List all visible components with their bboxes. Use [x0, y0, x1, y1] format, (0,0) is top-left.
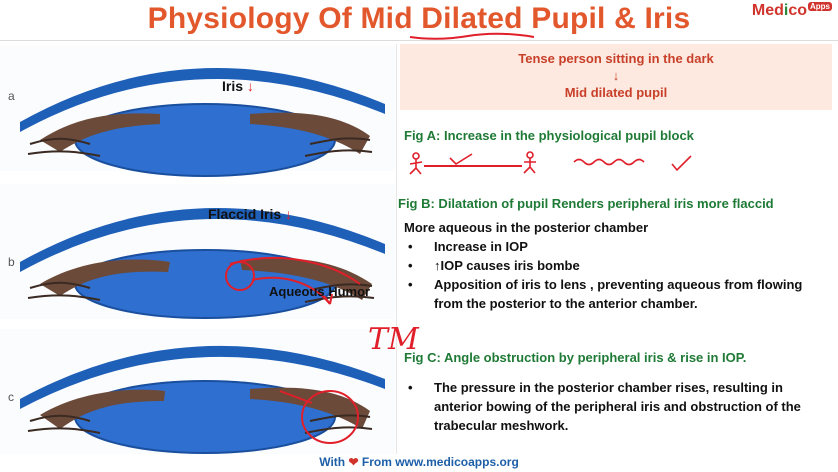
fig-b-intro: More aqueous in the posterior chamber — [404, 220, 649, 235]
aqueous-humor-label: Aqueous Humor — [269, 284, 371, 299]
list-item: Apposition of iris to lens , preventing … — [404, 275, 824, 313]
header-divider — [0, 40, 838, 41]
fig-c-bullet-list: The pressure in the posterior chamber ri… — [404, 378, 824, 435]
fig-a-annotation-sketch — [409, 151, 692, 175]
fig-b-body: More aqueous in the posterior chamber In… — [404, 218, 824, 313]
title-part1: Physiology Of Mid — [147, 2, 422, 35]
list-item: The pressure in the posterior chamber ri… — [404, 378, 824, 435]
list-item: ↑IOP causes iris bombe — [404, 256, 824, 275]
panel-a-letter: a — [8, 89, 15, 103]
panel-a: a — [0, 46, 395, 177]
page-title: Physiology Of Mid Dilated Pupil & Iris — [0, 2, 838, 36]
panel-b: b — [0, 184, 395, 319]
title-part2: Pupil & Iris — [522, 2, 691, 35]
panel-c: c — [0, 329, 395, 454]
callout-line1: Tense person sitting in the dark — [518, 51, 714, 66]
title-underline-annotation — [409, 32, 535, 40]
callout-box: Tense person sitting in the dark ↓ Mid d… — [400, 44, 832, 110]
iris-label: Iris ↓ — [222, 78, 254, 94]
flaccid-down-arrow-icon: ↓ — [285, 206, 293, 222]
fig-b-title: Fig B: Dilatation of pupil Renders perip… — [398, 196, 774, 211]
fig-a-title: Fig A: Increase in the physiological pup… — [404, 128, 694, 143]
heart-icon: ❤ — [348, 455, 359, 469]
iris-down-arrow-icon: ↓ — [246, 78, 254, 94]
fig-c-body: The pressure in the posterior chamber ri… — [404, 378, 824, 435]
flaccid-iris-label: Flaccid Iris ↓ — [208, 206, 293, 222]
fig-b-bullet-list: Increase in IOP ↑IOP causes iris bombe A… — [404, 237, 824, 313]
column-divider — [396, 44, 397, 454]
fig-c-title: Fig C: Angle obstruction by peripheral i… — [404, 350, 747, 365]
title-highlight: Dilated — [421, 2, 523, 35]
callout-arrow: ↓ — [612, 68, 620, 83]
footer: With ❤ From www.medicoapps.org — [319, 455, 519, 469]
tm-annotation: TM — [368, 322, 419, 357]
eye-diagram: a b c — [0, 46, 395, 454]
panel-b-letter: b — [8, 255, 15, 269]
list-item: Increase in IOP — [404, 237, 824, 256]
footer-url-link[interactable]: www.medicoapps.org — [395, 455, 519, 469]
panel-c-letter: c — [8, 390, 14, 404]
callout-line2: Mid dilated pupil — [564, 85, 668, 100]
